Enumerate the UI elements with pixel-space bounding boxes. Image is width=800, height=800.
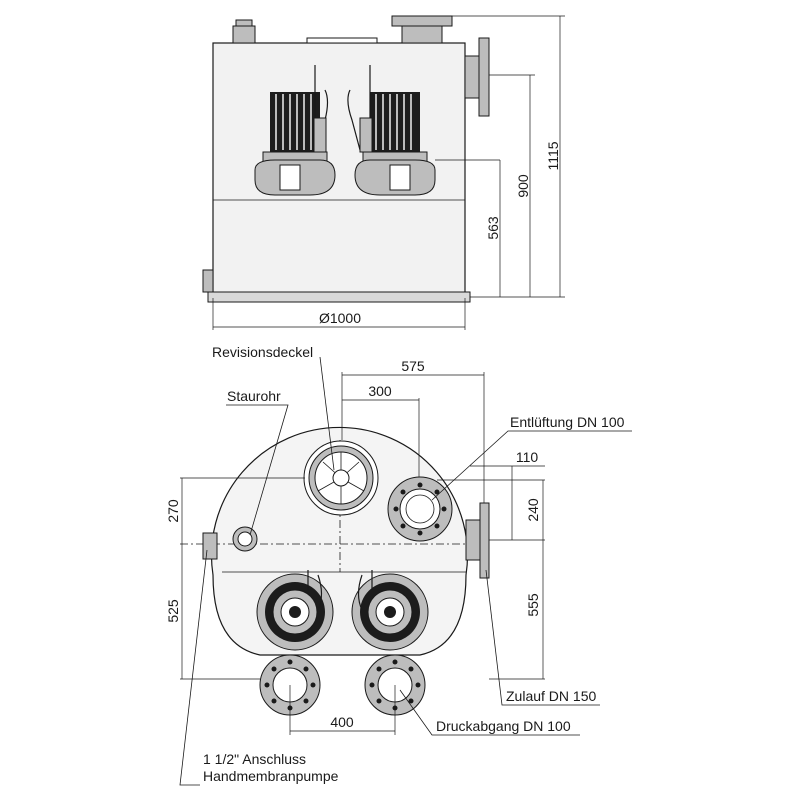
label-anschluss-line2: Handmembranpumpe bbox=[203, 768, 339, 784]
outlet-pipe-top bbox=[401, 25, 443, 44]
vent-cap-side bbox=[235, 19, 253, 27]
outlet-flange-top bbox=[391, 15, 453, 27]
dim-525-text: 525 bbox=[165, 599, 181, 623]
leader-entlueftung bbox=[431, 430, 632, 501]
inlet-pipe-side bbox=[464, 55, 480, 99]
dim-900-text: 900 bbox=[515, 174, 531, 198]
pump-right-side bbox=[347, 65, 436, 196]
dim-110-text: 110 bbox=[516, 449, 539, 465]
top-view: 575 300 110 240 555 270 525 400 Revision… bbox=[165, 344, 632, 786]
vent-stub-side bbox=[232, 25, 256, 44]
dim-563-text: 563 bbox=[485, 216, 501, 240]
dim-diameter-text: Ø1000 bbox=[319, 310, 361, 326]
pump-right-top bbox=[351, 570, 429, 651]
leader-zulauf bbox=[485, 569, 600, 706]
label-zulauf: Zulauf DN 150 bbox=[506, 688, 596, 704]
dim-300-text: 300 bbox=[368, 383, 392, 399]
label-staurohr: Staurohr bbox=[227, 388, 281, 404]
leader-anschluss bbox=[179, 549, 208, 786]
dim-1115-text: 1115 bbox=[545, 141, 561, 170]
revision-cover bbox=[303, 440, 379, 516]
label-entlueftung: Entlüftung DN 100 bbox=[510, 414, 625, 430]
pump-left-top bbox=[256, 570, 334, 651]
inlet-flange-side bbox=[478, 37, 490, 117]
leader-druckabgang bbox=[399, 689, 580, 736]
inlet-pipe-top bbox=[465, 519, 481, 561]
cover-side bbox=[306, 37, 378, 44]
leader-revisionsdeckel bbox=[319, 356, 335, 471]
discharge-flange-right bbox=[364, 654, 426, 716]
label-revisionsdeckel: Revisionsdeckel bbox=[212, 344, 313, 360]
dim-575-text: 575 bbox=[401, 358, 425, 374]
vent-flange-top bbox=[387, 476, 453, 542]
dim-240-text: 240 bbox=[525, 498, 541, 522]
label-druckabgang: Druckabgang DN 100 bbox=[436, 718, 571, 734]
side-view: 563 900 1115 Ø1000 bbox=[202, 15, 565, 330]
tank-base-plate bbox=[207, 291, 471, 303]
leader-staurohr bbox=[226, 404, 289, 536]
pump-left-side bbox=[254, 65, 336, 196]
dim-270-text: 270 bbox=[165, 499, 181, 523]
connector-top bbox=[202, 532, 218, 560]
staurohr-top bbox=[232, 526, 258, 552]
connector-side bbox=[202, 269, 214, 293]
inlet-flange-top bbox=[479, 502, 490, 579]
label-anschluss-line1: 1 1/2" Anschluss bbox=[203, 751, 306, 767]
dim-555-text: 555 bbox=[525, 593, 541, 617]
dim-400-text: 400 bbox=[330, 714, 354, 730]
